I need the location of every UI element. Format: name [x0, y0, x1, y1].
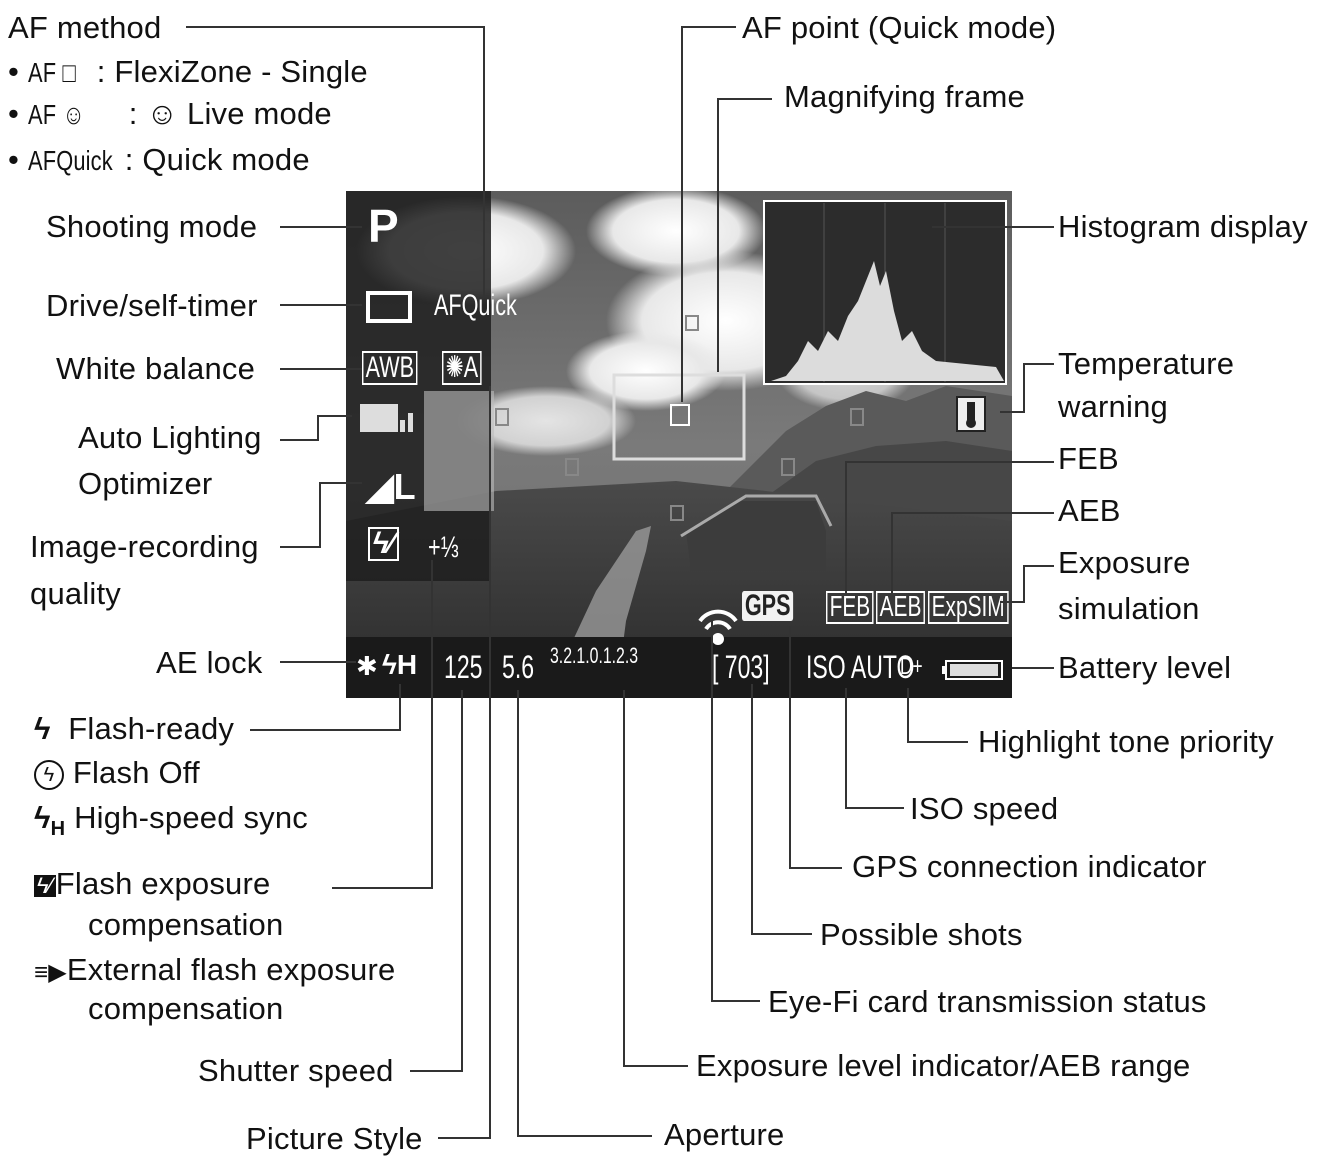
label-quality-line1: Image-recording [30, 529, 259, 564]
af-quick-indicator: AFQuick [434, 289, 517, 322]
high-speed-sync-icon: ϟH [34, 800, 66, 841]
label-drive: Drive/self-timer [46, 288, 258, 323]
flash-comp-icon: ϟ⁄ [368, 527, 399, 561]
af-method-label: ☺ Live mode [146, 96, 332, 131]
label-quality-line2: quality [30, 576, 122, 611]
exposure-level-scale: 3.2.1.0.1.2.3 [550, 643, 639, 668]
af-method-label: FlexiZone - Single [114, 54, 368, 89]
label-shutter-speed: Shutter speed [198, 1053, 394, 1088]
label-aeb: AEB [1058, 493, 1121, 528]
af-method-label: Quick mode [142, 142, 310, 177]
gps-indicator: GPS [742, 591, 794, 621]
picture-style-indicator: ✺A [442, 351, 482, 385]
af-method-item: • AF ☺ : ☺ Live mode [8, 96, 332, 131]
af-method-item: • AF □ : FlexiZone - Single [8, 54, 368, 89]
label-battery: Battery level [1058, 650, 1232, 685]
label-ext-line1: External flash exposure [66, 952, 396, 987]
label-high-speed: High-speed sync [74, 800, 308, 835]
shooting-mode-indicator: P [368, 200, 399, 252]
label-white-balance: White balance [56, 351, 256, 386]
label-feb: FEB [1058, 441, 1119, 476]
feb-indicator: FEB [826, 591, 874, 624]
label-flash-ready: Flash-ready [68, 711, 235, 746]
af-live-icon: AF ☺ [27, 99, 85, 130]
label-magnifying-frame: Magnifying frame [784, 79, 1025, 114]
high-speed-row: ϟH High-speed sync [34, 802, 308, 839]
flash-off-row: ϟ Flash Off [34, 757, 200, 790]
flash-status-indicator: ϟH [382, 649, 418, 680]
separator: : [128, 96, 138, 131]
label-alo-line1: Auto Lighting [78, 420, 262, 455]
white-balance-indicator: AWB [362, 351, 418, 385]
flash-ready-row: ϟ Flash-ready [34, 713, 234, 744]
flash-off-icon: ϟ [34, 759, 64, 790]
image-quality-indicator: ◢L [366, 466, 416, 507]
label-aperture: Aperture [664, 1117, 785, 1152]
label-picture-style: Picture Style [246, 1121, 423, 1156]
label-histogram: Histogram display [1058, 209, 1308, 244]
label-shooting-mode: Shooting mode [46, 209, 258, 244]
flash-bolt-icon: ϟ [34, 711, 51, 746]
aeb-indicator: AEB [876, 591, 925, 624]
label-ext-line2: compensation [88, 991, 284, 1026]
label-exp-line2: simulation [1058, 591, 1200, 626]
label-fec-line2: compensation [88, 907, 284, 942]
flash-comp-value: +⅓ [428, 531, 459, 564]
possible-shots-value: [ 703] [712, 649, 770, 685]
label-exp-line1: Exposure [1058, 545, 1191, 580]
label-flash-off: Flash Off [72, 755, 200, 790]
label-temp-line1: Temperature [1058, 346, 1235, 381]
label-fec-line1: Flash exposure [55, 866, 271, 901]
label-eye-fi: Eye-Fi card transmission status [768, 984, 1207, 1019]
separator: : [96, 54, 106, 89]
af-method-item: • AFQuick : Quick mode [8, 142, 310, 177]
ae-lock-indicator: ✱ [356, 651, 378, 681]
label-exposure-level: Exposure level indicator/AEB range [696, 1048, 1191, 1083]
label-highlight-tone: Highlight tone priority [978, 724, 1274, 759]
af-flexizone-icon: AF □ [27, 57, 76, 88]
highlight-tone-indicator: D+ [900, 653, 923, 680]
label-af-point: AF point (Quick mode) [742, 10, 1057, 45]
shutter-speed-value: 125 [444, 649, 483, 685]
label-ae-lock: AE lock [156, 645, 263, 680]
label-gps: GPS connection indicator [852, 849, 1207, 884]
af-method-title: AF method [8, 10, 162, 45]
aperture-value: 5.6 [502, 649, 535, 685]
exposure-sim-indicator: ExpSIM [928, 591, 1009, 624]
picture-style-value: A [463, 351, 479, 384]
label-possible-shots: Possible shots [820, 917, 1023, 952]
flash-comp-legend-icon: ϟ⁄ [34, 874, 56, 897]
separator: : [124, 142, 134, 177]
iso-speed-value: ISO AUTO [806, 649, 915, 685]
label-alo-line2: Optimizer [78, 466, 213, 501]
label-iso-speed: ISO speed [910, 791, 1059, 826]
external-flash-icon: ≡▶ [34, 959, 67, 986]
label-temp-line2: warning [1058, 389, 1168, 424]
af-quick-icon: AFQuick [27, 145, 113, 176]
fec-row: ϟ⁄Flash exposure [34, 868, 270, 899]
ext-flash-row: ≡▶External flash exposure [34, 954, 395, 985]
